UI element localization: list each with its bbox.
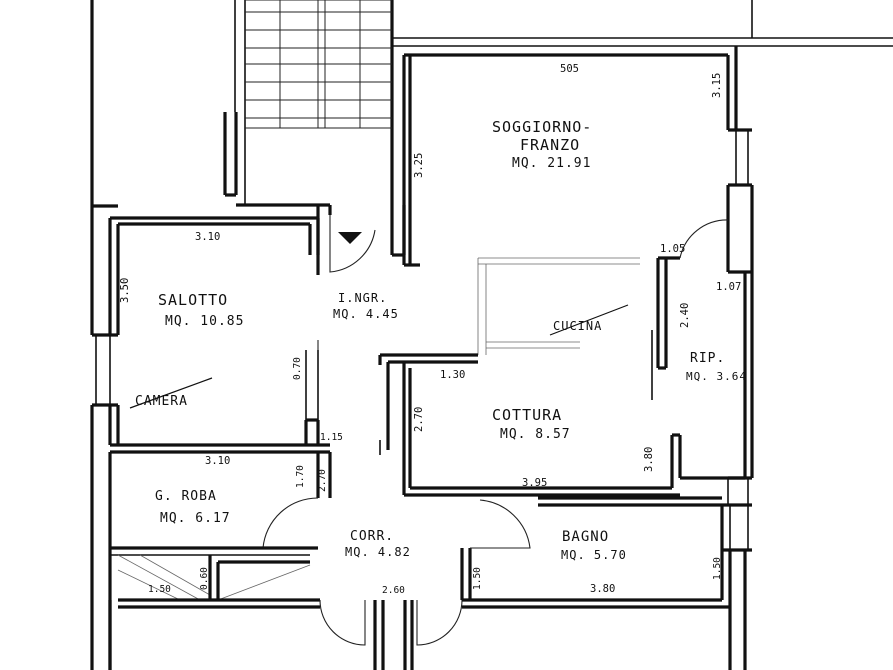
former-kitchen-outline	[477, 257, 640, 355]
soggiorno-name-line2: FRANZO	[520, 136, 580, 154]
corr-name: CORR.	[350, 529, 394, 544]
ingresso-name: I.NGR.	[338, 291, 387, 305]
salotto-area: MQ. 10.85	[165, 314, 244, 329]
ingresso-area: MQ. 4.45	[333, 307, 399, 321]
corridoio-walls	[319, 499, 730, 670]
rip-area: MQ. 3.64	[686, 370, 747, 383]
bottom-closets	[108, 554, 320, 670]
dim-salotto-bottom: 3.10	[205, 455, 230, 467]
staircase	[245, 0, 392, 129]
groba-area: MQ. 6.17	[160, 511, 231, 526]
bagno-area: MQ. 5.70	[561, 548, 627, 562]
bagno-name: BAGNO	[562, 529, 609, 545]
dim-corr-bottom: 2.60	[382, 585, 405, 596]
cucina-strike	[549, 304, 629, 336]
ripostiglio-walls	[651, 219, 754, 478]
dim-cottura-bottom: 3.95	[522, 477, 547, 489]
dim-soggiorno-left: 3.25	[413, 153, 425, 178]
camera-strike	[129, 377, 213, 409]
dimension-labels: 505 3.15 3.25 3.10 3.50 3.10 1.05 1.07 2…	[119, 63, 741, 596]
salotto-groba-wall	[110, 443, 330, 454]
dim-ingr-side: 1.70	[295, 465, 306, 488]
dim-salotto-top: 3.10	[195, 231, 220, 243]
dim-salotto-left: 3.50	[119, 278, 131, 303]
bagno-walls	[538, 496, 722, 507]
soggiorno-name-line1: SOGGIORNO-	[492, 118, 592, 136]
dim-sal-door: 0.70	[292, 357, 303, 380]
soggiorno-area: MQ. 21.91	[512, 156, 591, 171]
entrance-door	[316, 205, 376, 275]
dim-bottom-060: 0.60	[199, 567, 210, 590]
soggiorno-walls	[390, 46, 754, 274]
exterior-walls	[90, 0, 893, 208]
dim-cottura-small: 1.30	[440, 369, 465, 381]
right-lower-windows	[720, 476, 752, 670]
dim-ingr-115: 1.15	[320, 432, 343, 443]
dim-groba-side: 2.70	[317, 469, 328, 492]
dim-bagno-bottom: 3.80	[590, 583, 615, 595]
cottura-area: MQ. 8.57	[500, 427, 571, 442]
dim-bottom-150: 1.50	[148, 584, 171, 595]
dim-soggiorno-width: 505	[560, 63, 579, 75]
salotto-name: SALOTTO	[158, 291, 228, 309]
dim-corr-side: 1.50	[472, 567, 483, 590]
dim-door-right: 1.05	[660, 243, 685, 255]
corr-area: MQ. 4.82	[345, 545, 411, 559]
entrance-arrow-icon	[338, 232, 362, 244]
salotto-old-name: CAMERA	[135, 394, 188, 409]
dim-cottura-side: 2.70	[413, 407, 425, 432]
dim-soggiorno-right: 3.15	[711, 73, 723, 98]
groba-name: G. ROBA	[155, 489, 217, 504]
cottura-name: COTTURA	[492, 406, 562, 424]
dim-right-small: 1.07	[716, 281, 741, 293]
dim-bagno-right: 1.50	[712, 557, 723, 580]
rip-name: RIP.	[690, 351, 725, 366]
dim-rip-width: 2.40	[679, 303, 691, 328]
cottura-walls	[378, 353, 745, 497]
room-labels: SOGGIORNO- FRANZO MQ. 21.91 SALOTTO MQ. …	[129, 118, 747, 562]
salotto-walls	[90, 206, 320, 670]
dim-cottura-right: 3.80	[643, 447, 655, 472]
